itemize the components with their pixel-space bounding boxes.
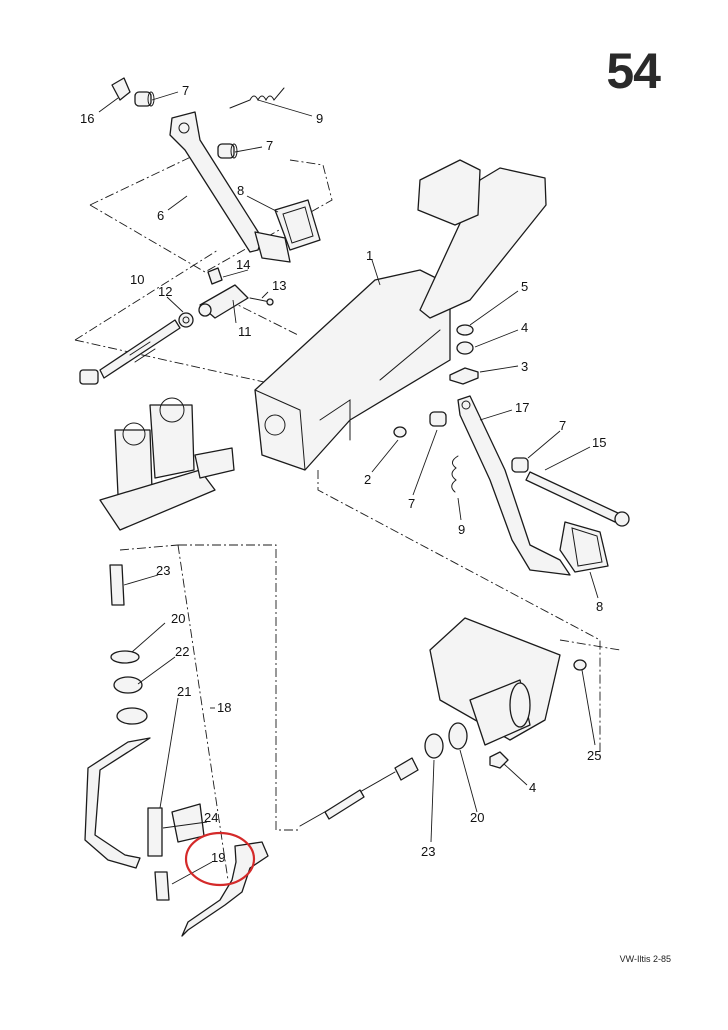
callout-8-right: 8 xyxy=(596,599,603,614)
boot-23-right xyxy=(424,733,444,759)
pin-13 xyxy=(249,297,274,306)
callout-22: 22 xyxy=(175,644,189,659)
callout-13: 13 xyxy=(272,278,286,293)
pushrod-slave xyxy=(299,757,419,827)
callout-9-top: 9 xyxy=(316,111,323,126)
callout-20-left: 20 xyxy=(171,611,185,626)
master-cylinder xyxy=(99,397,235,531)
clamp-19 xyxy=(154,841,269,937)
piston-21 xyxy=(116,707,148,725)
slave-cylinder xyxy=(429,617,561,746)
washer-5 xyxy=(456,324,474,336)
footer-code: VW-Iltis 2-85 xyxy=(619,954,671,964)
fitting-24 xyxy=(147,803,205,857)
callout-6: 6 xyxy=(157,208,164,223)
callout-21: 21 xyxy=(177,684,191,699)
callout-1: 1 xyxy=(366,248,373,263)
callout-19: 19 xyxy=(211,850,225,865)
callout-9-right: 9 xyxy=(458,522,465,537)
clip-25 xyxy=(573,659,587,671)
callout-12: 12 xyxy=(158,284,172,299)
pedal-pad-8-top xyxy=(274,199,321,251)
bushing-7-right xyxy=(511,457,529,473)
callout-2: 2 xyxy=(364,472,371,487)
bolt-3 xyxy=(449,367,479,385)
bushing-7-top-a xyxy=(134,91,155,107)
bushing-2 xyxy=(393,426,407,438)
callout-17: 17 xyxy=(515,400,529,415)
pedal-lever-17 xyxy=(457,395,571,576)
callout-10: 10 xyxy=(130,272,144,287)
clevis-11 xyxy=(198,284,249,319)
seal-20-right xyxy=(448,722,468,750)
callout-23-right: 23 xyxy=(421,844,435,859)
callout-labels: 1 2 3 4 4 5 6 7 7 7 7 7 8 8 9 9 10 11 12… xyxy=(80,83,606,865)
callout-7-top-b: 7 xyxy=(266,138,273,153)
callout-23-left: 23 xyxy=(156,563,170,578)
leader-lines xyxy=(98,91,599,885)
spring-9-right xyxy=(451,455,459,493)
nut-12 xyxy=(178,312,194,328)
pedal-bracket-1 xyxy=(254,269,451,471)
bushing-7-top-b xyxy=(217,143,238,159)
clip-16 xyxy=(111,77,131,101)
boot-23-left xyxy=(109,564,125,606)
washer-4-upper xyxy=(456,341,474,355)
callout-25: 25 xyxy=(587,748,601,763)
callout-7-right: 7 xyxy=(559,418,566,433)
callout-7-top-a: 7 xyxy=(182,83,189,98)
page-number: 54 xyxy=(606,43,661,99)
callout-24: 24 xyxy=(204,810,218,825)
bushing-7-center xyxy=(429,411,447,427)
assembly-guide-lines xyxy=(74,154,621,881)
highlight-circle-19 xyxy=(184,831,256,887)
pushrod-10 xyxy=(79,319,181,385)
hose-18 xyxy=(84,737,151,869)
seal-22 xyxy=(113,676,143,694)
shaft-15 xyxy=(525,471,630,527)
callout-16: 16 xyxy=(80,111,94,126)
callout-4-lower: 4 xyxy=(529,780,536,795)
clip-14 xyxy=(207,267,223,285)
spring-9-top xyxy=(229,87,285,109)
seal-20-left xyxy=(110,650,140,664)
callout-7-center: 7 xyxy=(408,496,415,511)
callout-3: 3 xyxy=(521,359,528,374)
callout-8-top: 8 xyxy=(237,183,244,198)
callout-5: 5 xyxy=(521,279,528,294)
callout-14: 14 xyxy=(236,257,250,272)
pedal-lever-6 xyxy=(169,111,291,263)
master-cylinder-bracket xyxy=(417,159,547,319)
callout-4-upper: 4 xyxy=(521,320,528,335)
callout-18: 18 xyxy=(217,700,231,715)
callout-15: 15 xyxy=(592,435,606,450)
callout-11: 11 xyxy=(238,324,252,339)
callout-20-right: 20 xyxy=(470,810,484,825)
pedal-pad-8-right xyxy=(559,521,609,573)
